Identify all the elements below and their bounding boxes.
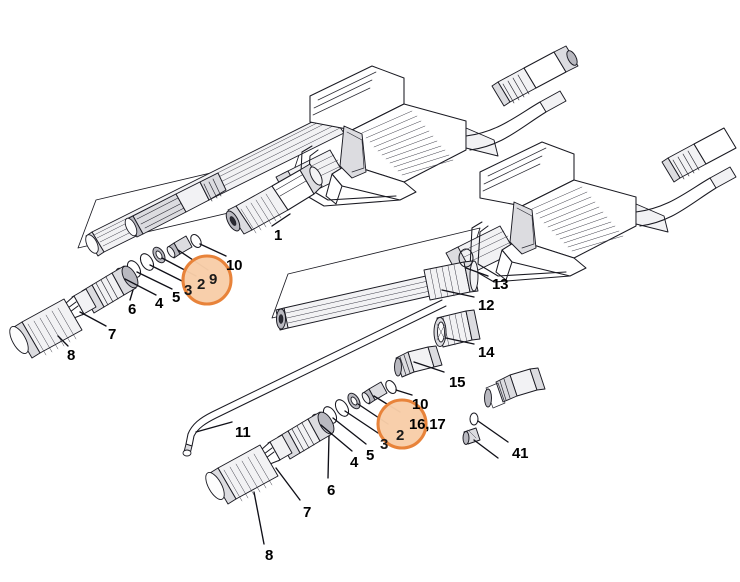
lower-hose-end-fitting (661, 127, 737, 183)
upper-hose-end-fitting (491, 45, 579, 107)
part-15-hex-fitting (394, 345, 443, 378)
part-label-4-top: 4 (155, 295, 164, 312)
part-label-9-top: 9 (209, 271, 218, 288)
lower-nozzle-assembly (205, 411, 335, 505)
highlight-circle-upper (181, 254, 233, 306)
upper-nozzle-assembly (9, 265, 139, 359)
part-label-4-bot: 4 (350, 454, 359, 471)
upper-assembly-group (9, 45, 579, 359)
part-label-16-17: 16,17 (409, 416, 446, 433)
part-label-7-top: 7 (108, 326, 117, 343)
part-label-2-bot: 2 (396, 427, 405, 444)
upper-hose-ferrule (124, 172, 227, 238)
small-nut-fitting (462, 427, 481, 445)
part-label-5-top: 5 (172, 289, 181, 306)
part-label-6-top: 6 (128, 301, 137, 318)
lower-hose-curve (635, 166, 737, 227)
part-label-10-top: 10 (226, 257, 243, 274)
spray-gun-lower (445, 141, 669, 283)
part-label-1: 1 (274, 227, 283, 244)
part-12-knurled-head (423, 260, 479, 301)
part-41-nozzle-fitting (484, 367, 546, 409)
part-label-3-top: 3 (184, 282, 193, 299)
part-13-o-ring (458, 248, 474, 268)
part-14-coupling-nut (433, 309, 481, 348)
part-label-10-bot: 10 (412, 396, 429, 413)
part-label-13: 13 (492, 276, 509, 293)
part-label-8-bot: 8 (265, 547, 274, 564)
part-label-11: 11 (235, 424, 251, 441)
spray-gun-upper (275, 65, 499, 207)
lower-assembly-group (182, 127, 737, 545)
lower-leader-lines (195, 267, 509, 545)
part-label-41: 41 (512, 445, 529, 462)
part-41-o-ring (469, 412, 479, 426)
part-label-2-top: 2 (197, 276, 206, 293)
part-label-15: 15 (449, 374, 466, 391)
part-label-5-bot: 5 (366, 447, 375, 464)
part-label-7-bot: 7 (303, 504, 312, 521)
part-label-12: 12 (478, 297, 495, 314)
part-label-8-top: 8 (67, 347, 76, 364)
upper-hose-curve (465, 90, 567, 151)
part-label-6-bot: 6 (327, 482, 336, 499)
part-11-spray-lance (182, 299, 447, 457)
part-1-quick-coupling (225, 163, 323, 235)
part-12-lance-extension (275, 275, 431, 331)
part-label-14: 14 (478, 344, 495, 361)
part-label-3-bot: 3 (380, 436, 389, 453)
highlight-circle-lower (376, 398, 428, 450)
